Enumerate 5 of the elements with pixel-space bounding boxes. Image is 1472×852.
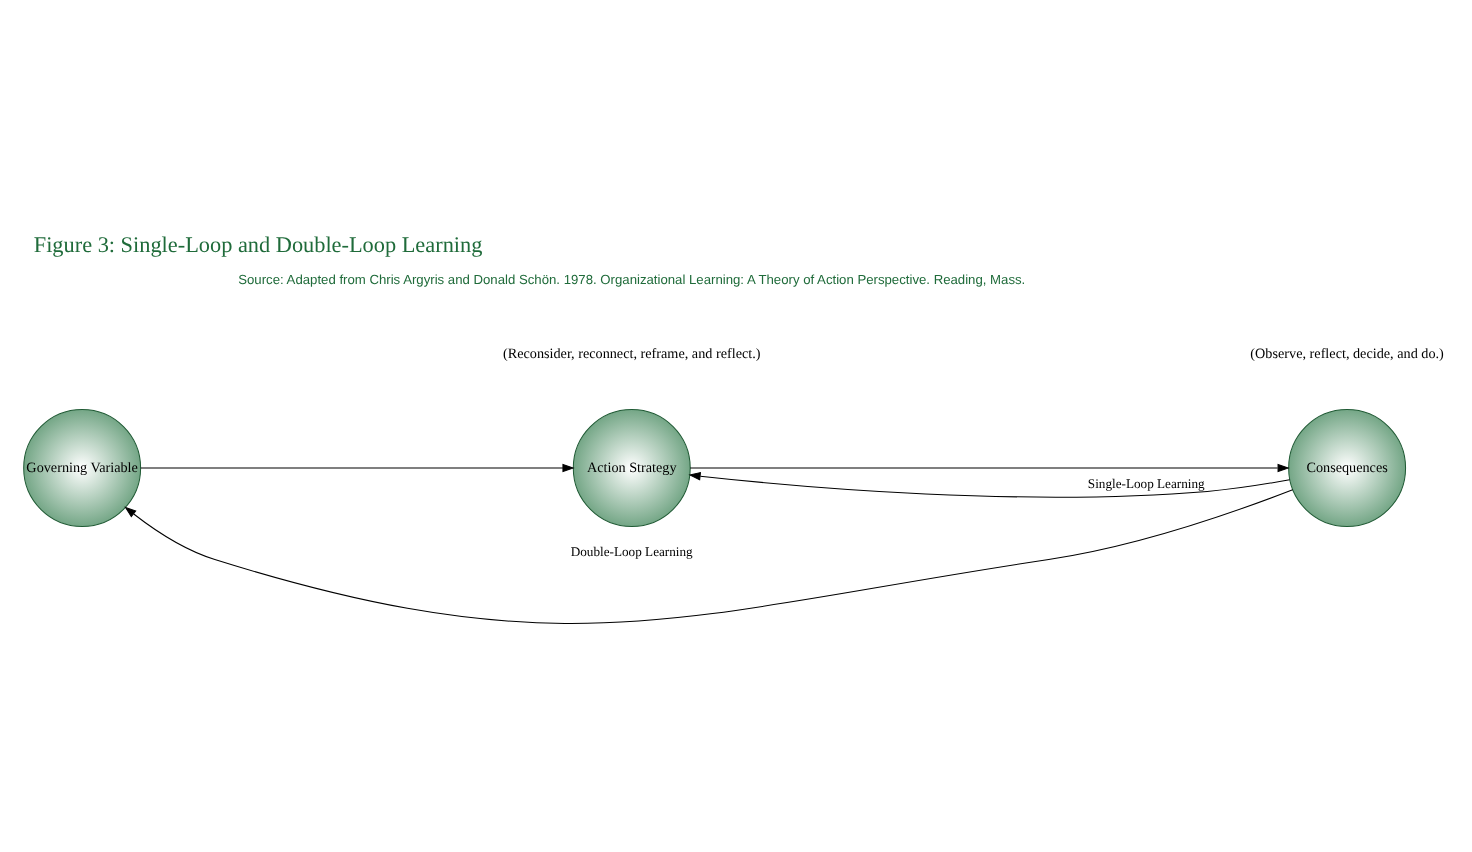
arrow bbox=[123, 488, 1293, 623]
diagram-title: Figure 3: Single-Loop and Double-Loop Learning bbox=[32, 233, 482, 258]
arrow bbox=[687, 470, 1290, 497]
arrow bbox=[139, 462, 574, 472]
arrow bbox=[688, 462, 1289, 472]
